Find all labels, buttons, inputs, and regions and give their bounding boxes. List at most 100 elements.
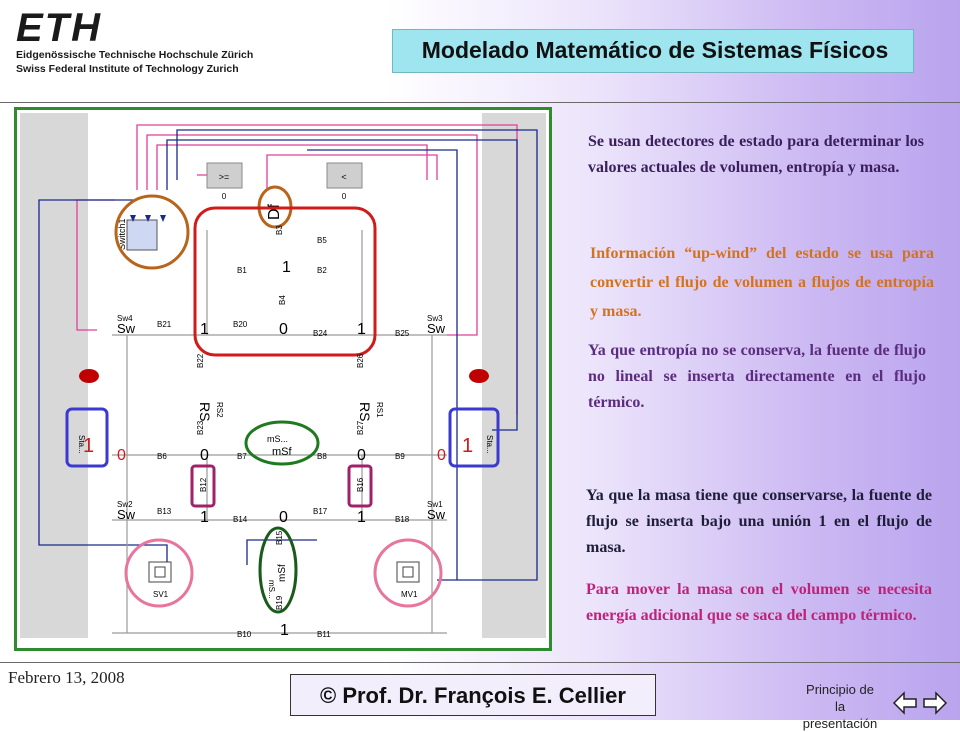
junction-one-b1: 1 (200, 509, 209, 526)
b1-label: B1 (237, 266, 247, 275)
b6-label: B6 (157, 452, 167, 461)
b8-label: B8 (317, 452, 327, 461)
b5-label: B5 (317, 236, 327, 245)
b17-label: B17 (313, 507, 328, 516)
switch1-block (126, 219, 158, 251)
entropy-source-label: mS... (267, 434, 288, 444)
note-entropy-text: Ya que entropía no se conserva, la fuent… (588, 342, 926, 411)
sw3-block: Sw (427, 321, 446, 336)
sv1-label: SV1 (153, 590, 169, 599)
left-event-indicator (79, 369, 99, 383)
footer-divider (0, 662, 960, 663)
switch1-arrows (130, 215, 166, 222)
junction-one-b2: 1 (357, 509, 366, 526)
b21-label: B21 (157, 320, 172, 329)
right-panel (482, 113, 546, 638)
junction-one-right: 1 (357, 321, 366, 338)
junction-zero-mid: 0 (279, 321, 288, 338)
eth-logo-line2: Swiss Federal Institute of Technology Zu… (16, 63, 239, 75)
b25-label: B25 (395, 329, 410, 338)
note-mass-text: Ya que la masa tiene que conservarse, la… (586, 487, 932, 556)
sw4-label: Sw4 (117, 314, 133, 323)
mv1-block (396, 561, 420, 583)
sv1-highlight (124, 538, 194, 608)
b19-label: B19 (275, 595, 284, 610)
b7-label: B7 (237, 452, 247, 461)
lt-block-zero: 0 (342, 192, 347, 201)
junction-zero-r2: 0 (437, 447, 446, 464)
b10-label: B10 (237, 630, 252, 639)
mv1-highlight (373, 538, 443, 608)
rs2-label: RS2 (215, 402, 224, 418)
b15-label: B15 (275, 530, 284, 545)
note-state-detectors: Se usan detectores de estado para determ… (588, 129, 924, 181)
b24-label: B24 (313, 329, 328, 338)
switch1-highlight (114, 194, 190, 270)
sw3-label: Sw3 (427, 314, 443, 323)
rs1-label: RS1 (375, 402, 384, 418)
next-arrow-icon[interactable] (923, 691, 948, 715)
b18-label: B18 (395, 515, 410, 524)
blue-wires (38, 129, 538, 581)
junction-zero-l2: 0 (200, 447, 209, 464)
b9-label: B9 (395, 452, 405, 461)
note-mass: Ya que la masa tiene que conservarse, la… (586, 483, 932, 561)
b26-label: B26 (356, 353, 365, 368)
ge-block-label: >= (219, 172, 230, 182)
prev-arrow-icon[interactable] (892, 691, 917, 715)
sw2-label: Sw2 (117, 500, 133, 509)
junction-one-left: 1 (200, 321, 209, 338)
ge-block (206, 162, 243, 189)
b3-label: B3 (275, 225, 284, 235)
note-energy: Para mover la masa con el volumen se nec… (586, 577, 932, 629)
nav-arrows[interactable] (890, 690, 950, 716)
state-detector-left-label: Sta... (77, 435, 86, 454)
b11-label: B11 (317, 630, 331, 639)
mv1-icon (402, 566, 414, 578)
sv1-icon (154, 566, 166, 578)
footer-date: Febrero 13, 2008 (8, 668, 125, 687)
entropy-source-block: mSf (272, 446, 293, 458)
state-detector-right-label: Sta... (485, 435, 494, 454)
eth-logo: ETH Eidgenössische Technische Hochschule… (16, 8, 256, 80)
nav-arrows-icon (892, 691, 948, 715)
switch1-label: Switch1 (117, 218, 127, 250)
junction-zero-r1: 0 (357, 447, 366, 464)
left-panel (20, 113, 88, 638)
b27-label: B27 (356, 420, 365, 435)
df-label: Df (266, 203, 283, 220)
center-panel (88, 113, 482, 638)
mv1-label: MV1 (401, 590, 418, 599)
header-divider (0, 102, 960, 103)
b4-label: B4 (278, 295, 287, 305)
b16-label: B16 (356, 477, 365, 492)
mass-source-label: mS... (267, 580, 276, 599)
state-detector-left-value: 1 (83, 435, 94, 457)
home-link[interactable]: Principio de la presentación (802, 682, 878, 731)
junction-one-bottom: 1 (280, 622, 289, 639)
note-entropy: Ya que entropía no se conserva, la fuent… (588, 338, 926, 416)
state-detector-right-value: 1 (462, 435, 473, 457)
b13-label: B13 (157, 507, 172, 516)
bond-lines (112, 230, 447, 634)
eth-logo-line1: Eidgenössische Technische Hochschule Zür… (16, 49, 254, 61)
b16-highlight (347, 464, 373, 508)
sw1-block: Sw (427, 507, 446, 522)
lt-block (326, 162, 363, 189)
junction-zero-b: 0 (279, 509, 288, 526)
bond-graph-diagram: >= 0 < 0 Switch1 Df B3 B5 B1 1 B2 B4 Sw4… (14, 107, 552, 651)
b23-label: B23 (196, 420, 205, 435)
lt-block-label: < (341, 172, 346, 182)
mass-source-block: mSf (277, 564, 288, 582)
title-box (392, 29, 914, 73)
bond-graph-svg: >= 0 < 0 Switch1 Df B3 B5 B1 1 B2 B4 Sw4… (20, 113, 546, 639)
note-energy-text: Para mover la masa con el volumen se nec… (586, 581, 932, 624)
b22-label: B22 (196, 353, 205, 368)
sv1-block (148, 561, 172, 583)
ge-block-zero: 0 (222, 192, 227, 201)
rs1-block: RS (357, 402, 373, 421)
note-state-detectors-text: Se usan detectores de estado para determ… (588, 133, 924, 176)
sw4-block: Sw (117, 321, 136, 336)
upwind-highlight (193, 206, 377, 357)
footer-author: © Prof. Dr. François E. Cellier (290, 674, 656, 716)
